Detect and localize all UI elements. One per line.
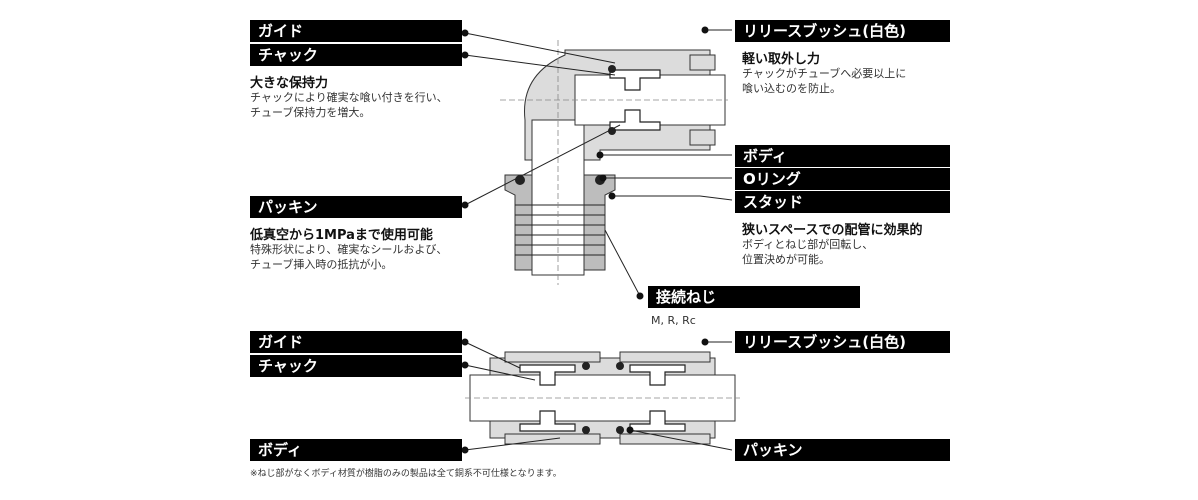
label-packing-lower: パッキン xyxy=(735,439,950,461)
footnote: ※ねじ部がなくボディ材質が樹脂のみの製品は全て銅系不可仕様となります。 xyxy=(250,469,562,479)
label-release-bushing-upper: リリースブッシュ(白色) xyxy=(735,20,950,42)
elbow-fitting-drawing xyxy=(500,40,728,285)
packing-desc-line2: チューブ挿入時の抵抗が小。 xyxy=(250,258,393,271)
release-desc-line2: 喰い込むのを防止。 xyxy=(742,82,841,95)
label-release-bushing-lower: リリースブッシュ(白色) xyxy=(735,331,950,353)
stud-desc-line2: 位置決めが可能。 xyxy=(742,253,830,266)
chuck-heading: 大きな保持力 xyxy=(250,76,329,91)
upper-leader-lines xyxy=(461,26,733,300)
stud-heading: 狭いスペースでの配管に効果的 xyxy=(742,223,923,238)
thread-types: M, R, Rc xyxy=(651,314,696,327)
stud-desc-line1: ボディとねじ部が回転し、 xyxy=(742,238,874,251)
label-chuck-upper: チャック xyxy=(250,44,462,66)
label-guide-lower: ガイド xyxy=(250,331,462,353)
label-body-upper: ボディ xyxy=(735,145,950,167)
label-guide-upper: ガイド xyxy=(250,20,462,42)
release-desc-line1: チャックがチューブへ必要以上に xyxy=(742,67,907,80)
straight-fitting-drawing xyxy=(465,351,740,445)
release-heading: 軽い取外し力 xyxy=(742,52,821,67)
packing-desc-line1: 特殊形状により、確実なシールおよび、 xyxy=(250,243,448,256)
label-oring: Oリング xyxy=(735,168,950,190)
label-packing-upper: パッキン xyxy=(250,196,462,218)
label-connection-thread: 接続ねじ xyxy=(648,286,860,308)
label-chuck-lower: チャック xyxy=(250,355,462,377)
label-stud: スタッド xyxy=(735,191,950,213)
chuck-desc-line2: チューブ保持力を増大。 xyxy=(250,106,371,119)
packing-heading: 低真空から1MPaまで使用可能 xyxy=(250,228,433,243)
lower-leader-lines xyxy=(461,338,733,454)
chuck-desc-line1: チャックにより確実な喰い付きを行い、 xyxy=(250,91,448,104)
label-body-lower: ボディ xyxy=(250,439,462,461)
